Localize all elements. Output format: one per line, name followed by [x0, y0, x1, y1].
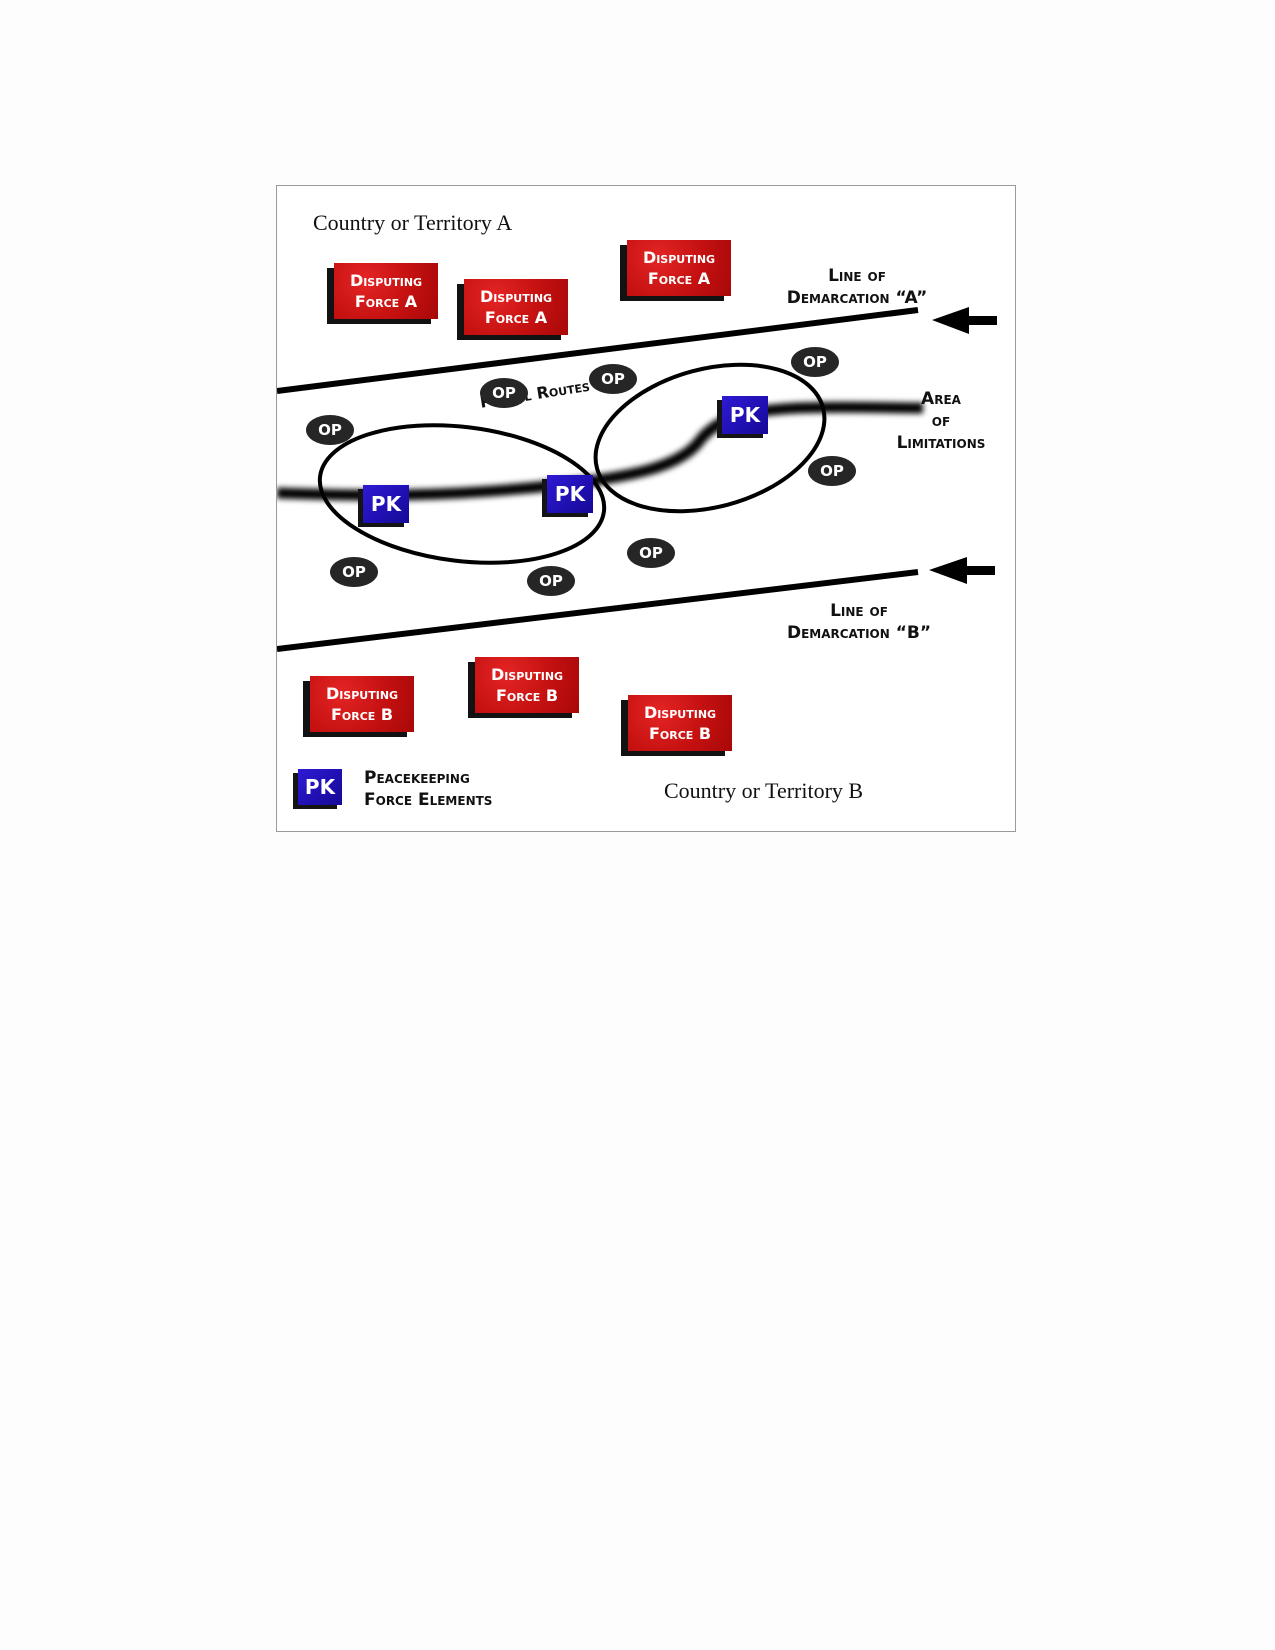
disputing-force-a-box: Disputing Force A [464, 279, 568, 335]
op-marker: OP [627, 538, 675, 568]
op-marker: OP [589, 364, 637, 394]
diagram-lines [277, 307, 997, 652]
peacekeeping-diagram: Country or Territory A Country or Territ… [276, 185, 1016, 832]
line-a-label: Line of Demarcation “A” [786, 266, 928, 308]
pk-element: PK [363, 485, 409, 523]
op-marker: OP [808, 456, 856, 486]
disputing-force-b-box: Disputing Force B [628, 695, 732, 751]
op-marker: OP [791, 347, 839, 377]
patrol-route-west [317, 423, 607, 565]
patrol-route-east [593, 362, 827, 514]
area-of-limitations-line [277, 401, 924, 501]
disputing-force-b-box: Disputing Force B [475, 657, 579, 713]
legend-pk-symbol: PK [298, 769, 342, 805]
op-marker: OP [330, 557, 378, 587]
op-marker: OP [527, 566, 575, 596]
demarcation-line-a [277, 307, 919, 394]
arrow-a-icon [932, 307, 997, 334]
pk-element: PK [722, 396, 768, 434]
pk-element: PK [547, 475, 593, 513]
legend-text: Peacekeeping Force Elements [364, 768, 493, 810]
country-b-label: Country or Territory B [664, 778, 864, 803]
op-marker: OP [480, 378, 528, 408]
area-of-limitations-label: Area of Limitations [896, 389, 986, 453]
country-a-label: Country or Territory A [313, 210, 513, 235]
line-b-label: Line of Demarcation “B” [786, 601, 932, 643]
demarcation-line-b [277, 569, 919, 652]
arrow-b-icon [929, 557, 995, 584]
disputing-force-a-box: Disputing Force A [334, 263, 438, 319]
disputing-force-b-box: Disputing Force B [310, 676, 414, 732]
disputing-force-a-box: Disputing Force A [627, 240, 731, 296]
op-marker: OP [306, 415, 354, 445]
